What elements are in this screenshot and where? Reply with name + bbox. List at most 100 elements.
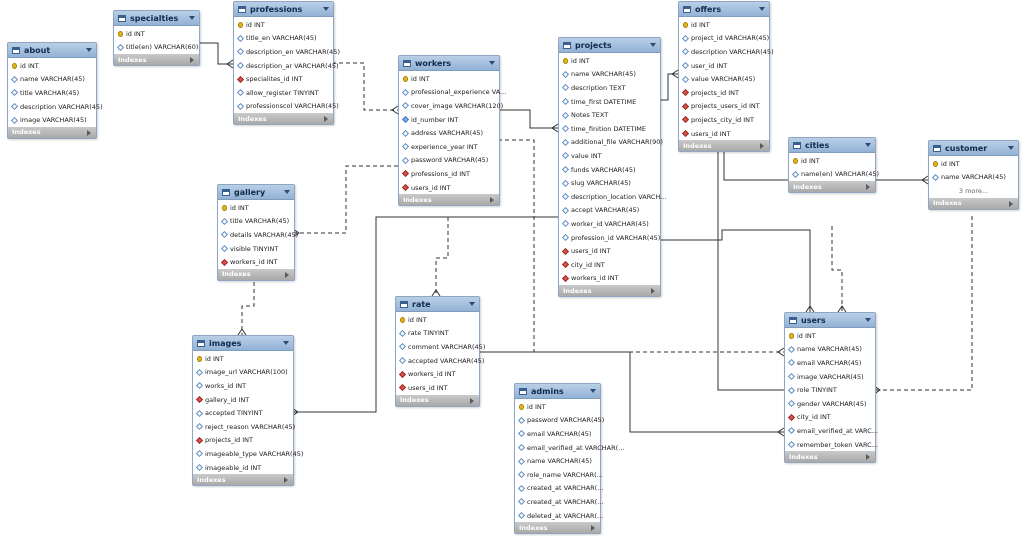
- column-row[interactable]: image_url VARCHAR(100): [193, 366, 293, 380]
- column-row[interactable]: address VARCHAR(45): [399, 126, 499, 140]
- chevron-down-icon[interactable]: [865, 318, 871, 322]
- chevron-down-icon[interactable]: [650, 43, 656, 47]
- indexes-footer[interactable]: Indexes: [789, 181, 875, 193]
- chevron-right-icon[interactable]: [760, 143, 764, 150]
- column-row[interactable]: description TEXT: [559, 81, 660, 95]
- column-row[interactable]: accepted VARCHAR(45): [396, 354, 484, 368]
- column-row[interactable]: id INT: [515, 400, 600, 414]
- table-header[interactable]: specialties: [114, 11, 199, 26]
- table-header[interactable]: offers: [679, 2, 769, 17]
- column-row[interactable]: Notes TEXT: [559, 108, 660, 122]
- column-row[interactable]: email VARCHAR(45): [785, 356, 875, 370]
- chevron-down-icon[interactable]: [469, 302, 475, 306]
- column-row[interactable]: reject_reason VARCHAR(45): [193, 420, 295, 434]
- column-row[interactable]: password VARCHAR(45): [399, 154, 499, 168]
- indexes-footer[interactable]: Indexes: [399, 194, 499, 206]
- table-header[interactable]: cities: [789, 138, 875, 153]
- column-row[interactable]: name VARCHAR(45): [515, 454, 600, 468]
- chevron-right-icon[interactable]: [324, 116, 328, 123]
- chevron-right-icon[interactable]: [284, 477, 288, 484]
- indexes-footer[interactable]: Indexes: [193, 474, 293, 486]
- chevron-down-icon[interactable]: [283, 341, 289, 345]
- column-row[interactable]: title VARCHAR(45): [218, 215, 294, 229]
- column-row[interactable]: description_ar VARCHAR(45): [234, 59, 339, 73]
- column-row[interactable]: id INT: [234, 18, 333, 32]
- column-row[interactable]: id INT: [679, 18, 769, 32]
- chevron-down-icon[interactable]: [189, 16, 195, 20]
- column-row[interactable]: id INT: [559, 54, 660, 68]
- chevron-right-icon[interactable]: [87, 129, 91, 136]
- column-row[interactable]: professions_id INT: [399, 167, 499, 181]
- column-row[interactable]: projects_id INT: [193, 434, 293, 448]
- column-row[interactable]: works_id INT: [193, 379, 293, 393]
- column-row[interactable]: description VARCHAR(45): [679, 45, 774, 59]
- column-row[interactable]: password VARCHAR(45): [515, 414, 604, 428]
- column-row[interactable]: gender VARCHAR(45): [785, 397, 875, 411]
- column-row[interactable]: funds VARCHAR(45): [559, 163, 660, 177]
- column-row[interactable]: title_en VARCHAR(45): [234, 32, 333, 46]
- column-row[interactable]: deleted_at VARCHAR(...: [515, 509, 603, 523]
- chevron-right-icon[interactable]: [470, 397, 474, 404]
- indexes-footer[interactable]: Indexes: [8, 126, 96, 138]
- column-row[interactable]: users_id INT: [559, 244, 660, 258]
- column-row[interactable]: title VARCHAR(45): [8, 86, 96, 100]
- column-row[interactable]: projects_city_id INT: [679, 113, 769, 127]
- indexes-footer[interactable]: Indexes: [929, 197, 1018, 209]
- column-row[interactable]: description_location VARCH...: [559, 190, 666, 204]
- column-row[interactable]: comment VARCHAR(45): [396, 340, 485, 354]
- indexes-footer[interactable]: Indexes: [396, 394, 479, 406]
- column-row[interactable]: projects_id INT: [679, 86, 769, 100]
- table-header[interactable]: customer: [929, 141, 1018, 156]
- table-header[interactable]: admins: [515, 384, 600, 399]
- column-row[interactable]: name(en) VARCHAR(45): [789, 168, 879, 182]
- column-row[interactable]: experience_year INT: [399, 140, 499, 154]
- table-header[interactable]: users: [785, 313, 875, 328]
- column-row[interactable]: created_at VARCHAR(...: [515, 495, 603, 509]
- column-row[interactable]: professional_experience VA...: [399, 86, 506, 100]
- column-row[interactable]: workers_id INT: [396, 367, 479, 381]
- column-row[interactable]: image VARCHAR(45): [8, 113, 96, 127]
- column-row[interactable]: rate TINYINT: [396, 327, 479, 341]
- indexes-footer[interactable]: Indexes: [785, 451, 875, 463]
- column-row[interactable]: description_en VARCHAR(45): [234, 45, 340, 59]
- chevron-down-icon[interactable]: [590, 389, 596, 393]
- column-row[interactable]: value VARCHAR(45): [679, 72, 769, 86]
- indexes-footer[interactable]: Indexes: [515, 522, 600, 534]
- table-header[interactable]: about: [8, 43, 96, 58]
- chevron-right-icon[interactable]: [866, 184, 870, 191]
- chevron-right-icon[interactable]: [866, 454, 870, 461]
- column-row[interactable]: city_id INT: [559, 258, 660, 272]
- column-row[interactable]: id INT: [396, 313, 479, 327]
- indexes-footer[interactable]: Indexes: [679, 140, 769, 152]
- column-row[interactable]: value INT: [559, 149, 660, 163]
- table-header[interactable]: gallery: [218, 185, 294, 200]
- column-row[interactable]: specialites_id INT: [234, 72, 333, 86]
- column-row[interactable]: role TINYINT: [785, 383, 875, 397]
- column-row[interactable]: worker_id VARCHAR(45): [559, 217, 660, 231]
- chevron-down-icon[interactable]: [759, 7, 765, 11]
- column-row[interactable]: user_id INT: [679, 59, 769, 73]
- column-row[interactable]: city_id INT: [785, 411, 875, 425]
- column-row[interactable]: id INT: [218, 201, 294, 215]
- column-row[interactable]: email VARCHAR(45): [515, 427, 600, 441]
- table-header[interactable]: professions: [234, 2, 333, 17]
- column-row[interactable]: role_name VARCHAR(...: [515, 468, 603, 482]
- table-header[interactable]: rate: [396, 297, 479, 312]
- column-row[interactable]: additional_file VARCHAR(90): [559, 136, 663, 150]
- column-row[interactable]: name VARCHAR(45): [785, 343, 875, 357]
- column-row[interactable]: email_verified_at VARCHAR(...: [515, 441, 624, 455]
- chevron-down-icon[interactable]: [284, 190, 290, 194]
- column-row[interactable]: name VARCHAR(45): [929, 171, 1018, 185]
- chevron-right-icon[interactable]: [490, 197, 494, 204]
- chevron-right-icon[interactable]: [190, 57, 194, 64]
- column-row[interactable]: id INT: [114, 27, 199, 41]
- column-row[interactable]: details VARCHAR(45): [218, 228, 298, 242]
- column-row[interactable]: project_id VARCHAR(45): [679, 32, 769, 46]
